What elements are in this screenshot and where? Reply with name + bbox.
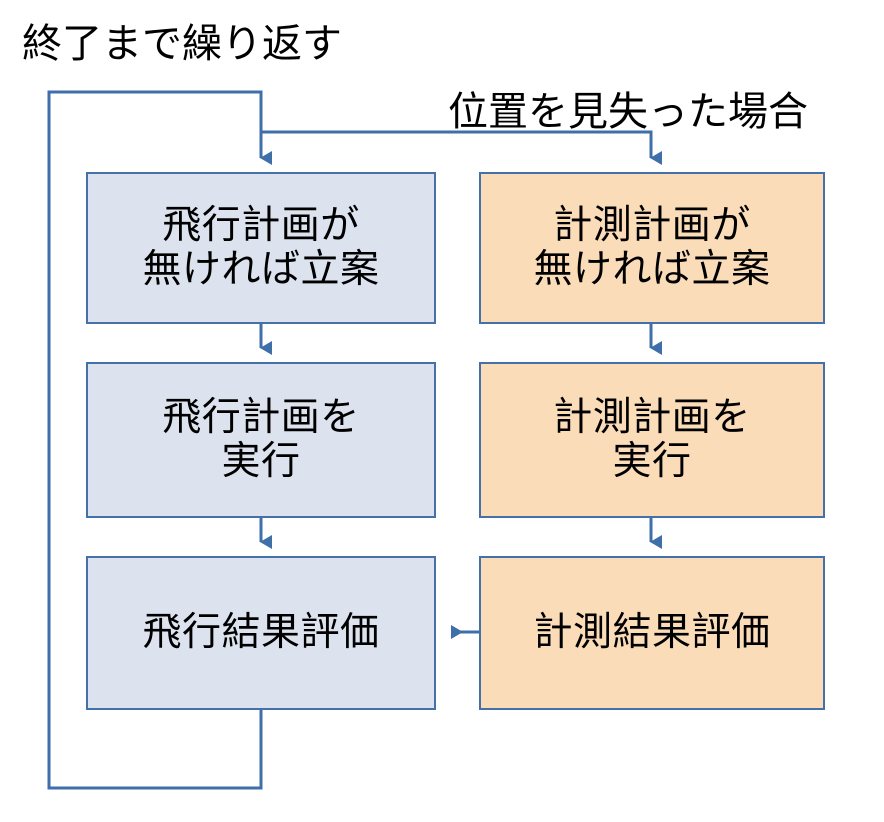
- edge-branch-to-survey-plan: [262, 130, 662, 165]
- loop-caption: 終了まで繰り返す: [22, 22, 342, 66]
- node-flight-exec[interactable]: 飛行計画を 実行: [86, 362, 436, 518]
- node-survey-eval[interactable]: 計測結果評価: [479, 556, 825, 710]
- node-survey-exec[interactable]: 計測計画を 実行: [479, 362, 825, 518]
- node-survey-plan[interactable]: 計測計画が 無ければ立案: [479, 172, 825, 324]
- node-flight-eval[interactable]: 飛行結果評価: [86, 556, 436, 710]
- lost-position-caption: 位置を見失った場合: [448, 90, 808, 134]
- node-flight-plan[interactable]: 飛行計画が 無ければ立案: [86, 172, 436, 324]
